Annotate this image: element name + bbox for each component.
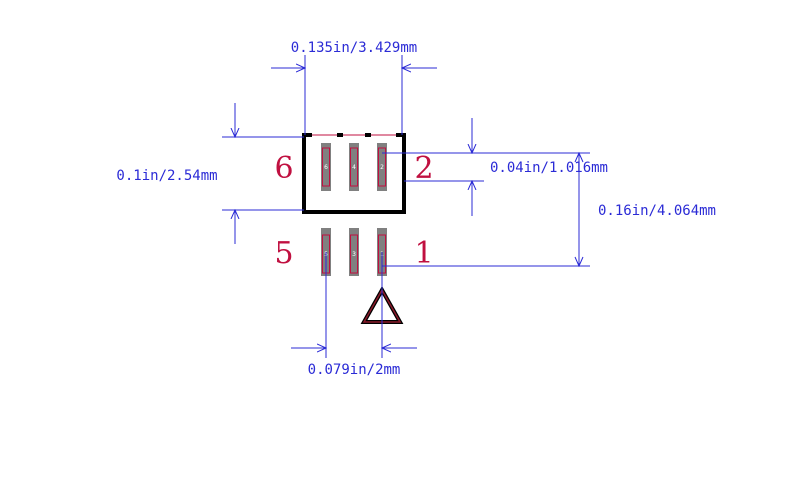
pad-bot-mid: 3 (349, 228, 359, 276)
pad-label: 2 (380, 164, 384, 171)
pin-number-2: 2 (414, 151, 433, 186)
dimension-label-overall-span: 0.16in/4.064mm (598, 203, 716, 219)
dimension-body-width (271, 55, 437, 135)
pad-top-left: 6 (321, 143, 331, 191)
dimension-label-pitch: 0.079in/2mm (308, 362, 401, 378)
dimension-body-height (222, 103, 304, 244)
pad-label: 4 (352, 164, 356, 171)
pad-top-right: 2 (377, 143, 387, 191)
dimension-label-pad-length: 0.04in/1.016mm (490, 160, 608, 176)
pin-number-5: 5 (274, 236, 293, 271)
dimension-overall-span (382, 151, 590, 268)
dimension-label-body-height: 0.1in/2.54mm (116, 168, 217, 184)
pin-number-1: 1 (414, 236, 433, 271)
pad-label: 6 (324, 164, 328, 171)
dimension-pitch (291, 252, 417, 358)
pad-label: 3 (352, 251, 356, 258)
pad-top-mid: 4 (349, 143, 359, 191)
dimension-pad-length (382, 118, 590, 216)
dimension-label-body-width: 0.135in/3.429mm (291, 40, 417, 56)
pads: 6 4 2 5 3 1 (321, 143, 387, 276)
pin-number-6: 6 (274, 151, 293, 186)
